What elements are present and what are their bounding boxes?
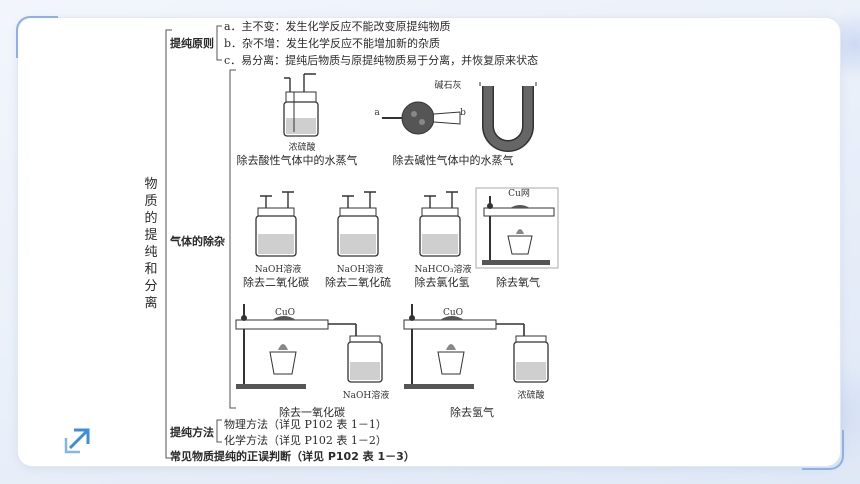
heated-tube-cu xyxy=(475,187,559,269)
topic-vertical-title: 物 质 的 提 纯 和 分 离 xyxy=(140,176,162,312)
wash-bottle-naoh-co xyxy=(347,335,383,383)
method-item-physical: 物理方法（详见 P102 表 1－1） xyxy=(224,418,387,431)
topic-char: 提 xyxy=(144,228,158,243)
caption-acid-gas: 除去酸性气体中的水蒸气 xyxy=(236,154,358,167)
methods-title: 提纯方法 xyxy=(170,426,214,439)
caption-so2: 除去二氧化硫 xyxy=(325,276,391,289)
caption-base-gas: 除去碱性气体中的水蒸气 xyxy=(392,154,514,167)
reagent-label-naoh-2: NaOH溶液 xyxy=(336,265,384,275)
reagent-label-naoh-1: NaOH溶液 xyxy=(254,265,302,275)
topic-char: 分 xyxy=(144,279,158,294)
wash-bottle-co2 xyxy=(255,191,297,257)
principle-item: c．易分离：提纯后物质与原提纯物质易于分离，并恢复原来状态 xyxy=(224,54,539,67)
apparatus-co-removal xyxy=(235,304,357,389)
port-b-label: b xyxy=(460,108,466,118)
wash-bottle-acid-h2 xyxy=(513,335,549,383)
reagent-label-acid-h2: 浓硫酸 xyxy=(517,391,545,401)
drying-tube xyxy=(382,101,461,135)
soda-lime-label: 碱石灰 xyxy=(434,81,462,91)
topic-char: 的 xyxy=(144,211,158,226)
caption-o2: 除去氧气 xyxy=(496,276,540,289)
topic-char: 和 xyxy=(144,262,158,277)
cuo-label-1: CuO xyxy=(274,308,296,318)
caption-hcl: 除去氯化氢 xyxy=(414,276,470,289)
apparatus-h2-removal xyxy=(403,304,525,389)
principles-title: 提纯原则 xyxy=(170,37,214,50)
topic-char: 质 xyxy=(144,194,158,209)
gas-removal-title: 气体的除杂 xyxy=(170,235,225,248)
wash-bottle-hcl xyxy=(419,191,461,257)
caption-co: 除去一氧化碳 xyxy=(279,406,345,419)
topic-char: 纯 xyxy=(144,245,158,260)
reagent-label-acid: 浓硫酸 xyxy=(288,143,316,153)
cu-mesh-label: Cu网 xyxy=(508,189,530,199)
reagent-label-naoh-co: NaOH溶液 xyxy=(342,391,390,401)
caption-co2: 除去二氧化碳 xyxy=(243,276,309,289)
wash-bottle-acid xyxy=(283,73,319,137)
wash-bottle-so2 xyxy=(337,191,379,257)
reagent-label-nahco3: NaHCO₃溶液 xyxy=(414,265,472,275)
u-tube xyxy=(479,82,537,152)
topic-char: 物 xyxy=(144,177,158,192)
arrow-up-right-icon[interactable] xyxy=(62,420,98,456)
method-item-chemical: 化学方法（详见 P102 表 1－2） xyxy=(224,434,387,447)
corner-accent-top-left xyxy=(16,16,58,58)
cuo-label-2: CuO xyxy=(442,308,464,318)
topic-char: 离 xyxy=(144,296,158,311)
corner-accent-bottom-right xyxy=(802,430,844,470)
port-a-label: a xyxy=(374,108,380,118)
principle-item: a．主不变：发生化学反应不能改变原提纯物质 xyxy=(224,20,451,33)
principle-item: b．杂不增：发生化学反应不能增加新的杂质 xyxy=(224,37,441,50)
caption-h2: 除去氢气 xyxy=(450,406,494,419)
judgement-line: 常见物质提纯的正误判断（详见 P102 表 1－3） xyxy=(170,450,415,463)
